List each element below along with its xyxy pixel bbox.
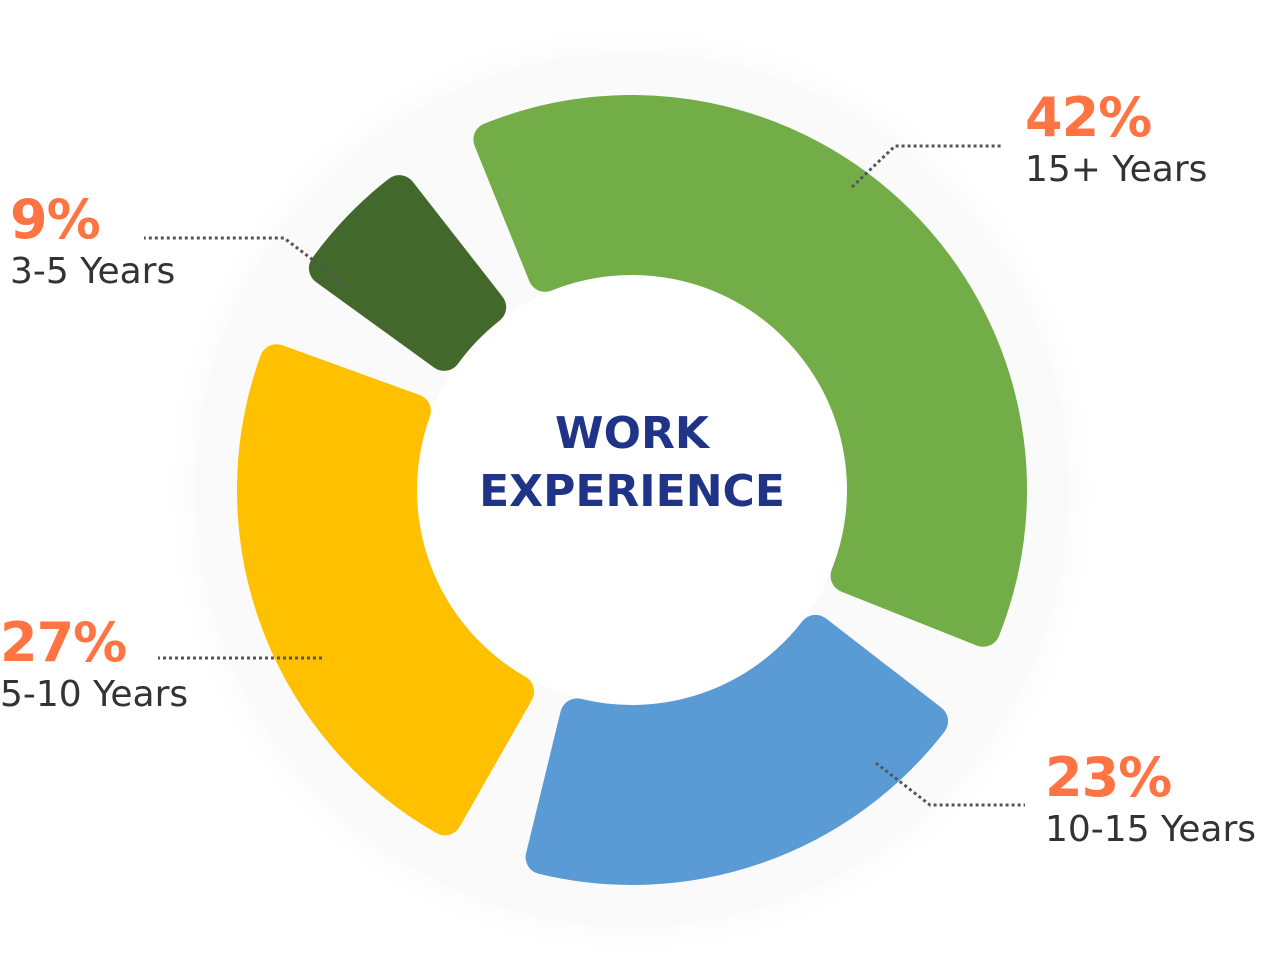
leader-line-10-15 [875, 761, 1025, 807]
donut-segment-3-5 [308, 175, 507, 371]
chart-title: WORK EXPERIENCE [432, 405, 832, 521]
label-5-10: 27% 5-10 Years [0, 613, 188, 717]
category-label-10-15: 10-15 Years [1045, 809, 1257, 850]
data-label-5-10: 27% [0, 611, 127, 674]
data-label-10-15: 23% [1045, 746, 1172, 809]
category-label-15plus: 15+ Years [1025, 149, 1208, 190]
label-10-15: 23% 10-15 Years [1045, 748, 1256, 852]
donut-segment-10-15 [525, 614, 949, 885]
data-label-15plus: 42% [1025, 86, 1152, 149]
leader-line-15plus [850, 144, 1002, 189]
donut-segment-5-10 [237, 344, 535, 836]
category-label-5-10: 5-10 Years [0, 674, 189, 715]
chart-title-line-1: WORK [555, 408, 709, 459]
donut-hole [417, 275, 847, 705]
label-15plus: 42% 15+ Years [1025, 88, 1207, 192]
label-3-5: 9% 3-5 Years [10, 190, 175, 294]
leader-line-3-5 [144, 236, 347, 287]
category-label-3-5: 3-5 Years [10, 251, 176, 292]
chart-title-line-2: EXPERIENCE [479, 466, 785, 517]
donut-segment-15plus [473, 95, 1027, 647]
data-label-3-5: 9% [10, 188, 101, 251]
